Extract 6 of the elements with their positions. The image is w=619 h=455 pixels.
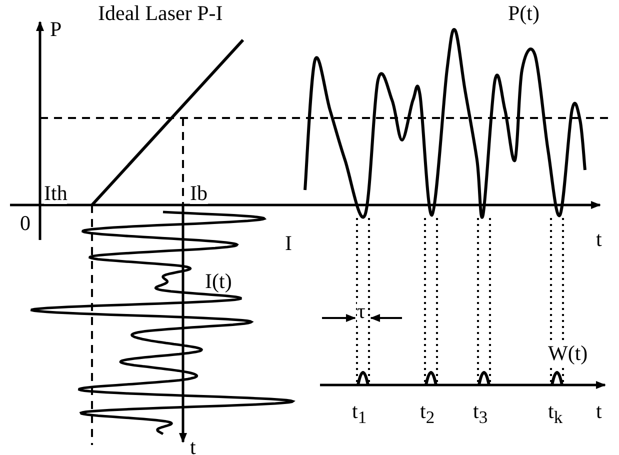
tick-label: Ib <box>190 182 208 204</box>
curve-label: P(t) <box>508 2 540 24</box>
tick-label: Ith <box>44 182 68 204</box>
curve-label: I(t) <box>205 270 232 292</box>
interval-label: τ <box>357 300 366 322</box>
curve-label: W(t) <box>548 342 588 364</box>
